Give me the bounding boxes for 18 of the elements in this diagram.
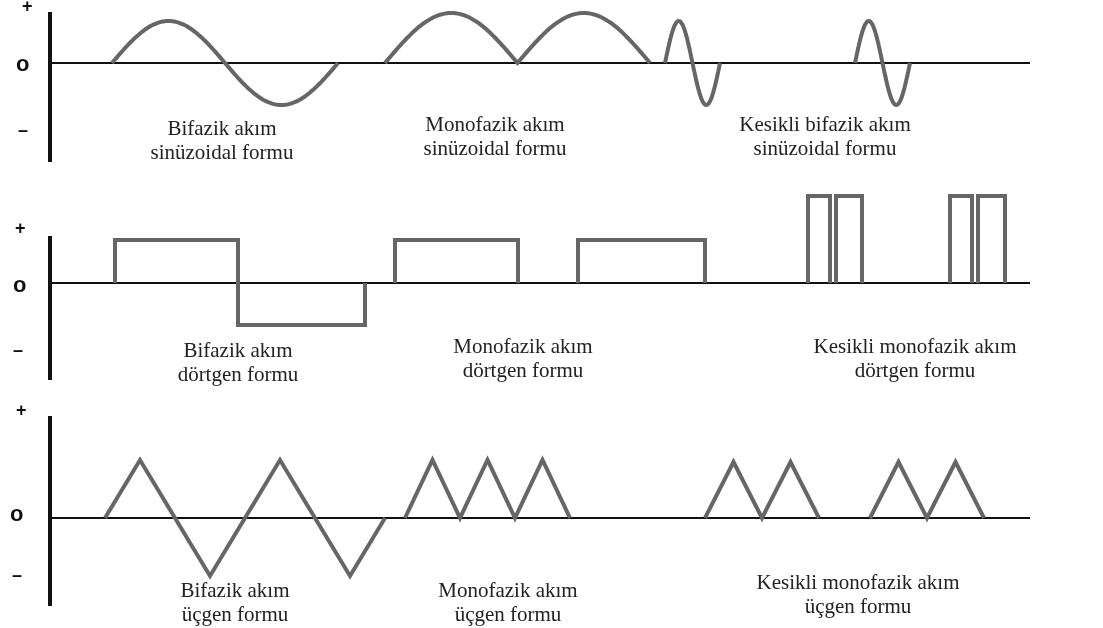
axis-sign: o <box>16 53 30 75</box>
waveform-caption: Bifazik akım üçgen formu <box>179 578 291 627</box>
axis-sign: + <box>22 0 33 15</box>
axis-sign: – <box>12 566 22 584</box>
axis-sign: + <box>16 401 27 419</box>
axis-sign: – <box>18 121 28 139</box>
waveform-caption: Monofazik akım üçgen formu <box>437 578 579 627</box>
waveform-caption: Kesikli monofazik akım dörtgen formu <box>812 334 1018 383</box>
waveform-caption: Kesikli monofazik akım üçgen formu <box>755 570 961 619</box>
waveform-caption: Bifazik akım dörtgen formu <box>176 338 300 387</box>
waveform-caption: Monofazik akım dörtgen formu <box>452 334 594 383</box>
axis-sign: – <box>13 341 23 359</box>
waveform-caption: Kesikli bifazik akım sinüzoidal formu <box>738 112 912 161</box>
axis-sign: o <box>13 274 27 296</box>
waveform-caption: Monofazik akım sinüzoidal formu <box>422 112 568 161</box>
waveform-caption: Bifazik akım sinüzoidal formu <box>149 116 295 165</box>
axis-sign: o <box>10 503 24 525</box>
axis-sign: + <box>15 219 26 237</box>
